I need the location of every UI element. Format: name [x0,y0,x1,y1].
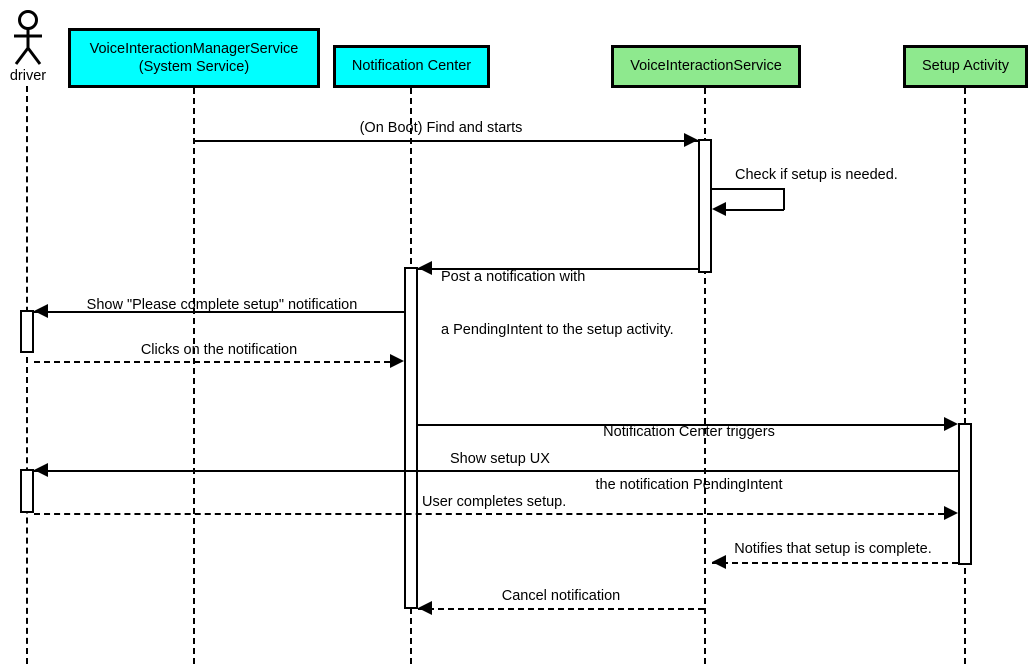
message-label-post-a-notification-line1: Post a notification with [441,269,586,286]
message-label-notification-center-triggers-line2: the notification PendingIntent [595,477,783,494]
message-arrowhead-on-boot-find-and-starts [684,133,698,147]
lifeline-vims [193,88,195,664]
participant-voiceinteractionservice-label: VoiceInteractionService [630,58,782,75]
activation-setup-activity [958,423,972,565]
participant-notification-center[interactable]: Notification Center [333,45,490,88]
message-arrowhead-post-a-notification [418,261,432,275]
activation-driver-2 [20,469,34,513]
message-arrowhead-show-please-complete-setup-notification [34,304,48,318]
lifeline-voiceinteractionservice [704,88,706,664]
message-label-check-if-setup-is-needed: Check if setup is needed. [735,167,898,183]
message-line-clicks-on-the-notification [34,361,390,363]
message-label-post-a-notification-line2: a PendingIntent to the setup activity. [441,322,674,339]
message-selfcall-bottom-check-if-setup-is-needed [726,209,784,211]
participant-setup-activity-label: Setup Activity [921,58,1010,75]
message-label-show-setup-ux: Show setup UX [450,451,550,467]
actor-driver-label: driver [9,68,47,84]
activation-driver-1 [20,310,34,353]
message-line-notifies-that-setup-is-complete [712,562,958,564]
participant-voiceinteractionmanagerservice[interactable]: VoiceInteractionManagerService (System S… [68,28,320,88]
message-label-notifies-that-setup-is-complete: Notifies that setup is complete. [734,541,932,557]
message-label-show-please-complete-setup-notification: Show "Please complete setup" notificatio… [86,297,358,313]
message-label-on-boot-find-and-starts: (On Boot) Find and starts [359,120,523,136]
participant-notification-center-label: Notification Center [351,58,472,75]
message-label-notification-center-triggers-line1: Notification Center triggers [603,424,775,441]
message-line-post-a-notification [418,268,698,270]
lifeline-setup-activity [964,88,966,664]
message-arrowhead-check-if-setup-is-needed [712,202,726,216]
actor-driver-figure [14,10,42,65]
message-arrowhead-notification-center-triggers [944,417,958,431]
message-selfcall-top-check-if-setup-is-needed [712,188,784,190]
participant-vims-label-line1: VoiceInteractionManagerService [89,40,299,57]
message-label-notification-center-triggers: Notification Center triggers the notific… [595,389,782,531]
message-arrowhead-clicks-on-the-notification [390,354,404,368]
lifeline-driver [26,86,28,664]
message-arrowhead-notifies-that-setup-is-complete [712,555,726,569]
message-line-show-setup-ux [34,470,958,472]
message-label-post-a-notification: Post a notification with a PendingIntent… [441,234,674,376]
message-arrowhead-cancel-notification [418,601,432,615]
message-line-notification-center-triggers [418,424,944,426]
message-line-show-please-complete-setup-notification [34,311,404,313]
message-arrowhead-user-completes-setup [944,506,958,520]
message-line-on-boot-find-and-starts [193,140,698,142]
message-label-cancel-notification: Cancel notification [501,588,621,604]
message-label-clicks-on-the-notification: Clicks on the notification [140,342,298,358]
message-label-user-completes-setup: User completes setup. [422,494,567,510]
message-line-cancel-notification [418,608,704,610]
message-arrowhead-show-setup-ux [34,463,48,477]
message-selfcall-right-check-if-setup-is-needed [783,188,785,210]
participant-vims-label-line2: (System Service) [138,59,250,75]
activation-notification-center [404,267,418,609]
participant-voiceinteractionservice[interactable]: VoiceInteractionService [611,45,801,88]
participant-setup-activity[interactable]: Setup Activity [903,45,1028,88]
message-line-user-completes-setup [34,513,944,515]
activation-voiceinteractionservice [698,139,712,273]
